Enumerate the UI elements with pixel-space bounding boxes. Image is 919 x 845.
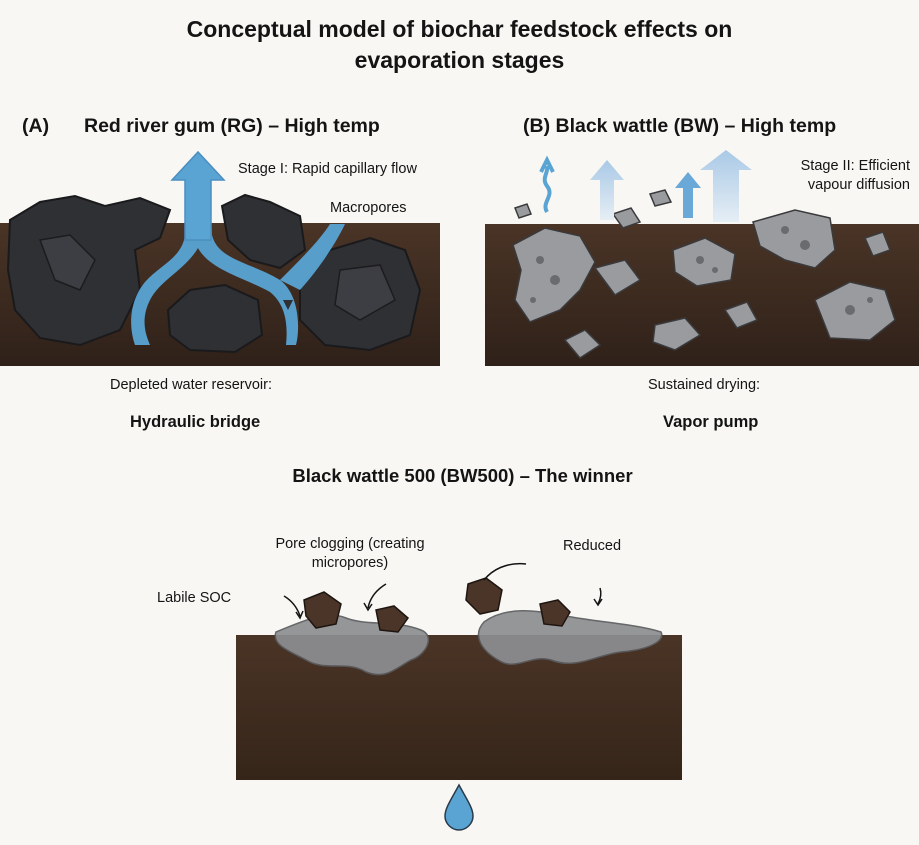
panel-a-caption: Depleted water reservoir: xyxy=(110,377,272,393)
porous-biochar xyxy=(652,317,702,351)
biochar-chunk xyxy=(465,577,503,615)
porous-biochar xyxy=(563,329,602,359)
panel-c-labile-label: Labile SOC xyxy=(157,590,232,606)
biochar-chunk xyxy=(539,599,571,627)
porous-biochar xyxy=(672,237,736,287)
vapor-arrow xyxy=(590,160,624,220)
panel-b-title: (B) Black wattle (BW) – High temp xyxy=(523,115,837,137)
biochar-chunk xyxy=(166,283,264,354)
porous-biochar xyxy=(752,209,836,269)
panel-a-mechanism: Hydraulic bridge xyxy=(130,413,261,431)
figure-title: Conceptual model of biochar feedstock ef… xyxy=(186,16,733,73)
labile-pointer-arrow xyxy=(283,595,301,617)
panel-a-letter: (A) xyxy=(22,115,50,137)
panel-c-title: Black wattle 500 (BW500) – The winner xyxy=(292,465,633,486)
panel-b-mechanism: Vapor pump xyxy=(663,413,759,431)
panel-b-illustration xyxy=(485,150,919,366)
reduced-pointer-arrow xyxy=(483,562,527,581)
clogging-pointer-arrow xyxy=(367,583,387,609)
panel-c-reduced-label: Reduced xyxy=(563,538,622,554)
porous-biochar xyxy=(814,281,896,341)
panel-b-stage-label: Stage II: Efficient vapour diffusion xyxy=(800,158,910,193)
panel-c-illustration xyxy=(236,562,682,831)
vapor-arrow xyxy=(675,172,701,218)
capillary-water-channel xyxy=(131,200,299,345)
panel-a-title: Red river gum (RG) – High temp xyxy=(84,115,380,137)
panel-c-clogging-label: Pore clogging (creating micropores) xyxy=(275,536,425,571)
porous-biochar xyxy=(514,203,532,219)
porous-biochar xyxy=(611,207,642,229)
biochar-chunk xyxy=(220,193,307,270)
water-drop-icon xyxy=(444,783,474,831)
upward-flow-arrow xyxy=(170,150,226,241)
vapor-arrow xyxy=(700,150,752,222)
panel-b-caption: Sustained drying: xyxy=(648,377,761,393)
porous-biochar xyxy=(723,301,759,329)
panel-a-illustration xyxy=(0,150,440,366)
panel-a-stage-label: Stage I: Rapid capillary flow xyxy=(238,161,417,177)
porous-biochar xyxy=(863,231,891,257)
wavy-vapor-arrow xyxy=(539,155,555,214)
biochar-chunk xyxy=(303,591,342,629)
biochar-chunk xyxy=(375,605,410,633)
panel-a-macropores-label: Macropores xyxy=(330,200,407,216)
porous-biochar xyxy=(648,189,673,207)
porous-biochar xyxy=(593,259,642,296)
